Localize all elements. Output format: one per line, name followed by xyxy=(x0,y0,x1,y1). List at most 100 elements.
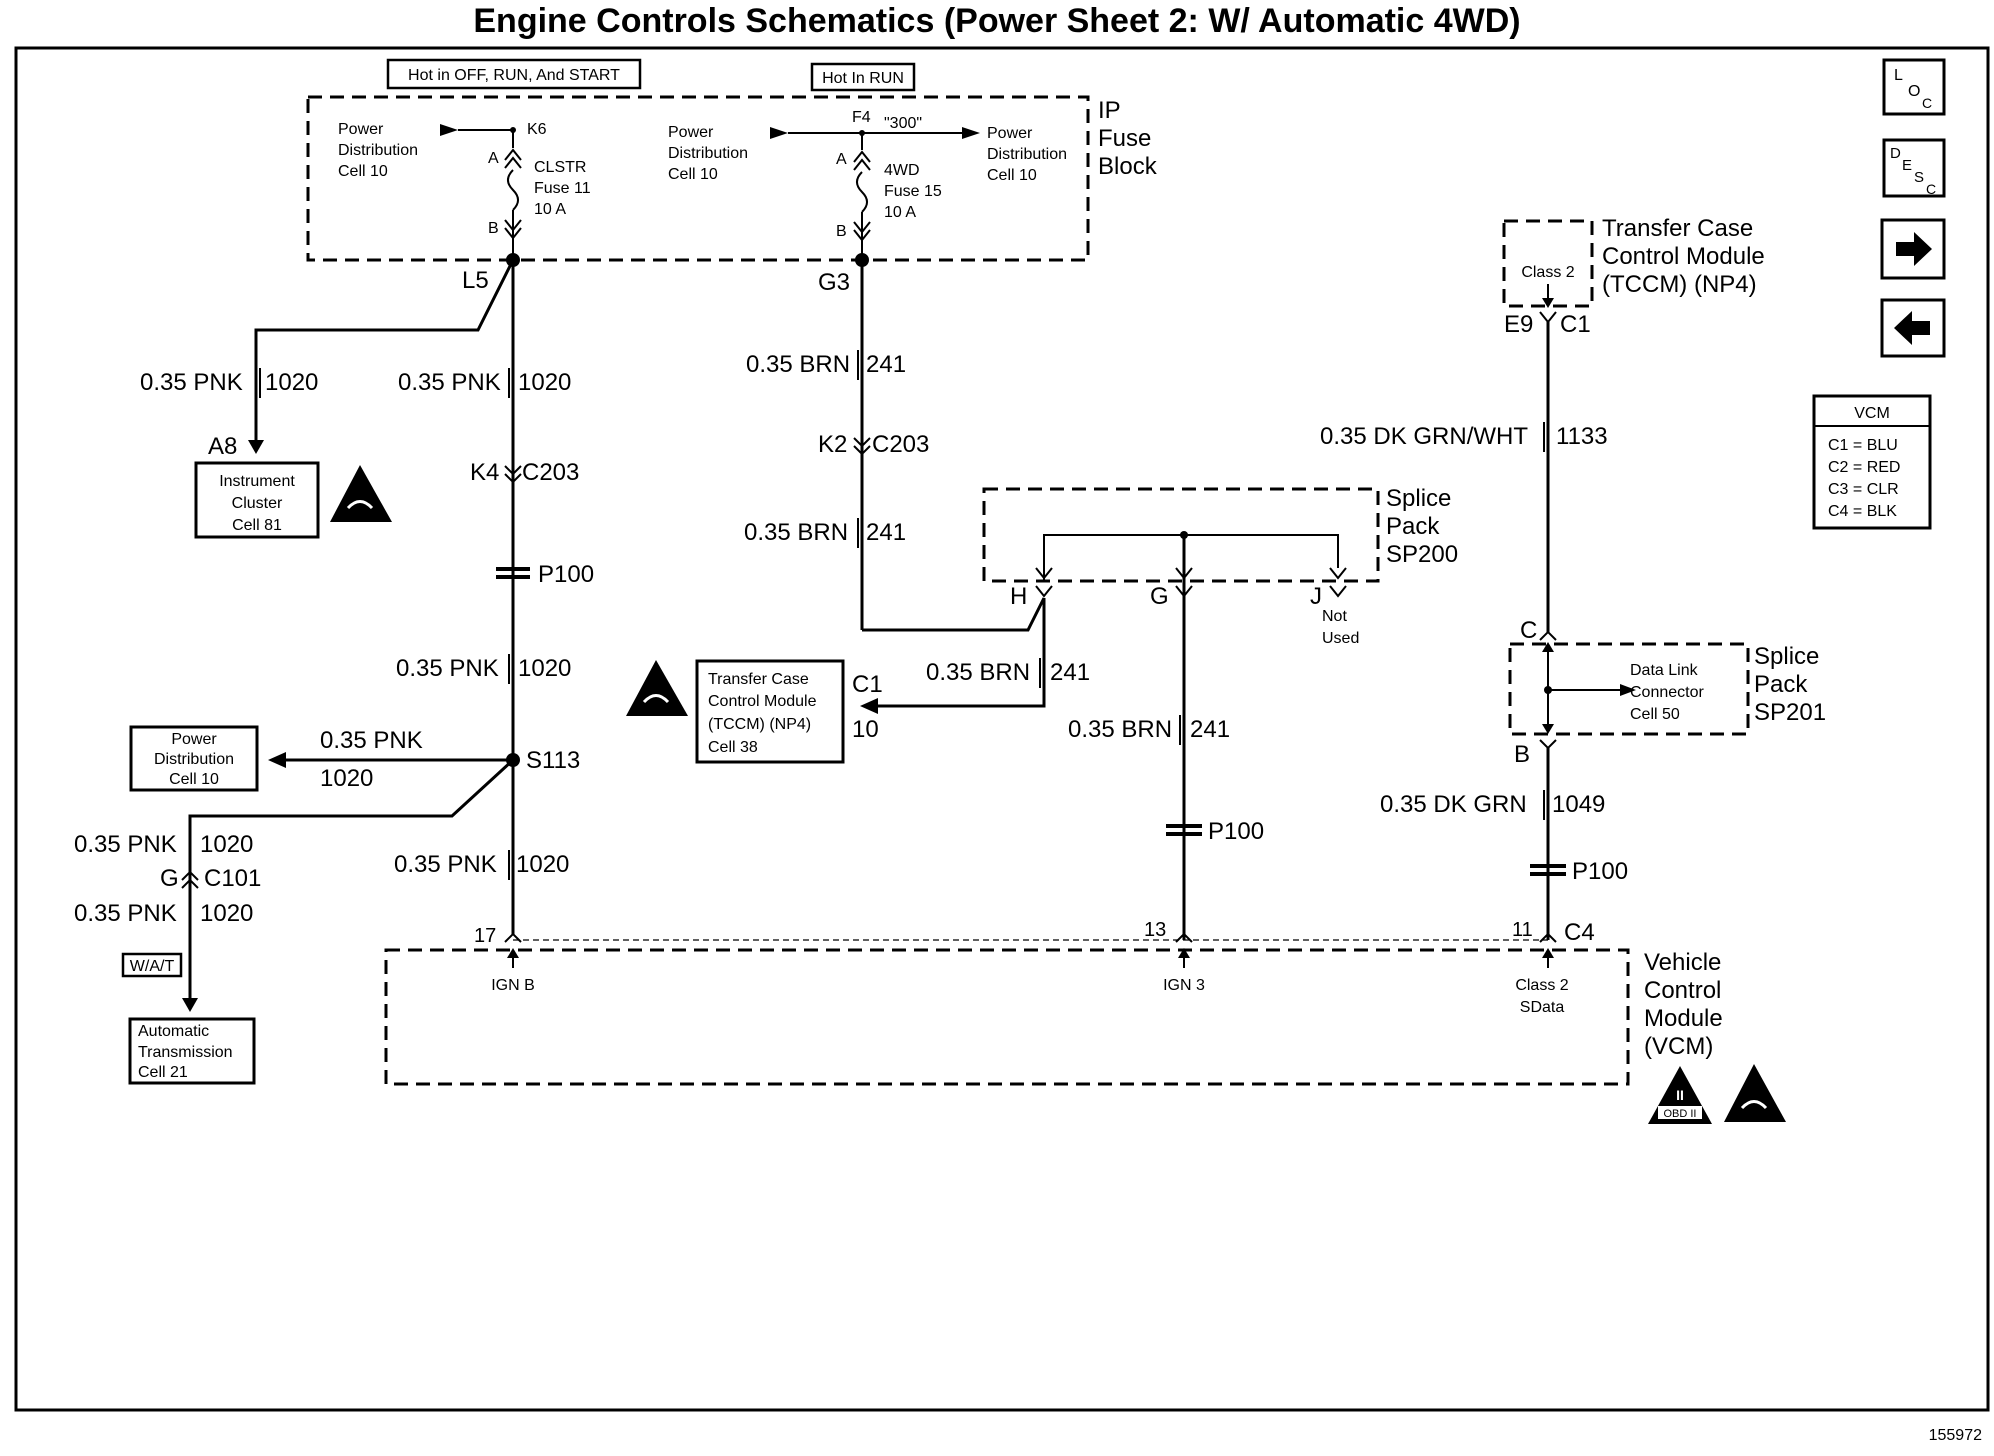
vcm-name-2: Control xyxy=(1644,977,1721,1004)
wire-pnk-size: 0.35 PNK xyxy=(398,369,501,396)
h-label: H xyxy=(1010,583,1027,610)
fuse-icon xyxy=(507,169,519,211)
pd-box-2: Distribution xyxy=(154,751,234,768)
g-pin-label: G xyxy=(1150,583,1169,610)
tccm-module xyxy=(1502,219,1594,308)
ip-fuse-block xyxy=(306,95,1090,262)
fuse15-3: 10 A xyxy=(884,204,916,221)
svg-text:S: S xyxy=(1914,169,1924,186)
ign-b: IGN B xyxy=(491,977,535,994)
fuse11-2: Fuse 11 xyxy=(534,180,591,197)
arrow-icon xyxy=(1620,684,1636,696)
vcm-legend-row: C3 = CLR xyxy=(1828,481,1899,498)
pd-box-1: Power xyxy=(171,731,217,748)
wire-pnk-size: 0.35 PNK xyxy=(396,655,499,682)
wire-pnk-num: 1020 xyxy=(516,851,569,878)
connector-icon xyxy=(1539,932,1557,943)
instrument-cluster-box xyxy=(194,461,320,539)
ic-3: Cell 81 xyxy=(232,517,282,534)
wire-dkgrnwht-size: 0.35 DK GRN/WHT xyxy=(1320,423,1528,450)
tccm-mod-3: (TCCM) (NP4) xyxy=(1602,271,1757,298)
prev-button[interactable] xyxy=(1880,298,1946,358)
wire-241-to-tccm xyxy=(878,598,1046,708)
wire-dkgrnwht-num: 1133 xyxy=(1556,423,1608,450)
fuse15-1: 4WD xyxy=(884,162,920,179)
sp200-bus xyxy=(1043,534,1339,580)
figure-id: 155972 xyxy=(1929,1427,1982,1444)
svg-text:C: C xyxy=(1922,95,1932,111)
j-label: J xyxy=(1310,583,1322,610)
vcm-name-4: (VCM) xyxy=(1644,1033,1713,1060)
svg-text:Hot in OFF, RUN, And START: Hot in OFF, RUN, And START xyxy=(408,67,620,84)
pin-13: 13 xyxy=(1144,919,1166,941)
connector-icon xyxy=(1175,932,1193,943)
tccm-box xyxy=(695,659,845,764)
next-arrow-icon xyxy=(1896,232,1932,266)
wat-label: W/A/T xyxy=(130,958,175,975)
k4-label: K4 xyxy=(470,459,499,486)
ic-1: Instrument xyxy=(219,473,295,490)
tccm-mod-1: Transfer Case xyxy=(1602,215,1753,242)
vcm-legend: VCM C1 = BLU C2 = RED C3 = CLR C4 = BLK xyxy=(1812,394,1932,530)
vcm-legend-row: C1 = BLU xyxy=(1828,437,1898,454)
l5-label: L5 xyxy=(462,267,489,294)
wire-pnk-num: 1020 xyxy=(518,369,571,396)
pin-17: 17 xyxy=(474,925,496,947)
wire-pnk-size: 0.35 PNK xyxy=(320,727,423,754)
splice-pack-sp200 xyxy=(982,487,1380,583)
fuse15-2: Fuse 15 xyxy=(884,183,942,200)
p100-left xyxy=(496,567,530,579)
c203-label: C203 xyxy=(522,459,579,486)
fuse-icon xyxy=(856,171,868,213)
dlc-2: Connector xyxy=(1630,684,1704,701)
auto-trans-box xyxy=(128,1017,256,1085)
wire-pnk-num: 1020 xyxy=(200,831,253,858)
at-3: Cell 21 xyxy=(138,1064,188,1081)
dlc-3: Cell 50 xyxy=(1630,706,1680,723)
esd-warning-icon xyxy=(626,660,688,716)
loc-button[interactable]: L O C xyxy=(1882,58,1946,116)
sp200-1: Splice xyxy=(1386,485,1451,512)
vcm-module xyxy=(384,948,1630,1086)
arrow-icon xyxy=(770,127,788,139)
pd-left-1: Power xyxy=(338,121,384,138)
tccm-box-1: Transfer Case xyxy=(708,671,809,688)
next-button[interactable] xyxy=(1880,218,1946,280)
connector-icon xyxy=(181,870,199,889)
wire-brn-num: 241 xyxy=(1190,716,1230,743)
connector-icon xyxy=(1539,311,1557,324)
f4-label: F4 xyxy=(852,109,871,126)
connector-icon xyxy=(1035,567,1053,598)
pd-mid-3: Cell 10 xyxy=(668,166,718,183)
wire-brn-size: 0.35 BRN xyxy=(746,351,850,378)
wire-brn-size: 0.35 BRN xyxy=(744,519,848,546)
connector-icon xyxy=(1539,630,1557,641)
not-used-2: Used xyxy=(1322,630,1359,647)
connector-icon xyxy=(1329,567,1347,598)
sp201-3: SP201 xyxy=(1754,699,1826,726)
pd-right-3: Cell 10 xyxy=(987,167,1037,184)
page-title: Engine Controls Schematics (Power Sheet … xyxy=(473,2,1520,40)
tccm-box-2: Control Module xyxy=(708,693,817,710)
ip-fuse-block-label-2: Fuse xyxy=(1098,125,1151,152)
at-1: Automatic xyxy=(138,1023,209,1040)
wire-pnk-num: 1020 xyxy=(265,369,318,396)
ip-fuse-block-label-1: IP xyxy=(1098,97,1121,124)
p100-label: P100 xyxy=(1208,818,1264,845)
e9-label: E9 xyxy=(1504,311,1533,338)
pd-right-2: Distribution xyxy=(987,146,1067,163)
splice-pack-sp201 xyxy=(1508,642,1750,736)
connector-icon xyxy=(504,148,522,169)
class2-sdata-2: SData xyxy=(1520,999,1565,1016)
wire-brn-num: 241 xyxy=(866,519,906,546)
svg-text:OBD II: OBD II xyxy=(1663,1108,1696,1120)
a8-label: A8 xyxy=(208,433,237,460)
tccm-c1-label: C1 xyxy=(852,671,883,698)
svg-text:D: D xyxy=(1890,145,1901,162)
p100-mid xyxy=(1166,824,1202,836)
ign-3: IGN 3 xyxy=(1163,977,1205,994)
dlc-1: Data Link xyxy=(1630,662,1699,679)
p100-label: P100 xyxy=(538,561,594,588)
connector-icon xyxy=(504,932,522,943)
desc-button[interactable]: D E S C xyxy=(1882,138,1946,198)
